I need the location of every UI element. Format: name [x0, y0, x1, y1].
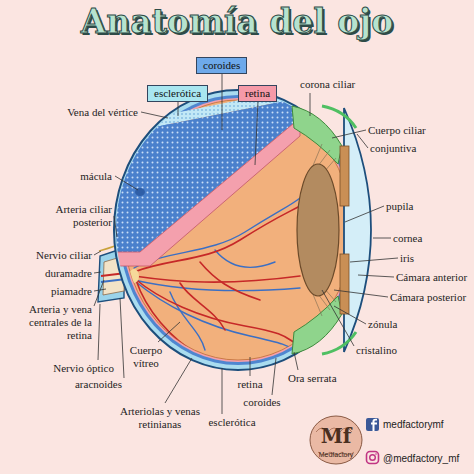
tag-text: esclerótica: [154, 87, 201, 100]
watermark: Mf: [306, 425, 366, 447]
conjunctiva: [322, 106, 356, 128]
facebook-mark: [371, 419, 377, 431]
part-label: Nervio óptico: [24, 362, 114, 375]
part-label: corona ciliar: [300, 78, 390, 91]
anterior-segment: [292, 106, 371, 354]
part-label: Cuerpo ciliar: [368, 124, 468, 137]
leader-line: [94, 272, 101, 273]
leader-line: [114, 216, 117, 237]
leader-line: [94, 251, 101, 255]
vein: [215, 250, 275, 267]
vein: [170, 292, 205, 350]
part-label: Vena del vértice: [38, 106, 138, 119]
leader-line: [322, 290, 354, 346]
title: Anatomía del ojo: [0, 0, 474, 44]
part-label: piamadre: [12, 285, 92, 298]
leader-line: [98, 304, 100, 360]
leader-line: [94, 280, 104, 306]
part-label: iris: [400, 252, 460, 265]
part-label: mácula: [32, 170, 112, 183]
part-label: duramadre: [12, 267, 92, 280]
part-label: Arteriolas y venas retinianas: [114, 405, 206, 431]
instagram-lens: [370, 455, 376, 461]
part-label: Nervio ciliar: [12, 249, 92, 262]
leader-line: [350, 258, 398, 262]
part-label: Cámara anterior: [396, 271, 472, 284]
leader-line: [165, 358, 192, 403]
leader-line: [294, 352, 298, 370]
instagram-dot: [375, 453, 377, 455]
part-label: zónula: [368, 318, 448, 331]
cornea-shape: [344, 108, 371, 352]
part-label: Arteria ciliar posterior: [48, 203, 112, 229]
tag-text: coroides: [203, 59, 240, 72]
leader-line: [250, 357, 251, 376]
artery: [200, 262, 260, 300]
leader-line: [310, 93, 311, 116]
leader-line: [115, 176, 138, 190]
iris-upper: [340, 146, 349, 206]
leader-line: [334, 306, 366, 324]
conjunctiva: [322, 332, 356, 354]
instagram-icon: [367, 452, 379, 464]
part-label: esclerótica: [199, 416, 265, 429]
watermark: Medfactory: [306, 450, 366, 459]
facebook-icon: [366, 418, 379, 431]
part-label: pupila: [386, 200, 466, 213]
leader-line: [120, 298, 124, 378]
lens: [297, 164, 339, 296]
part-label: coroides: [232, 396, 292, 409]
leader-line: [358, 275, 394, 277]
layer-tag: retina: [238, 85, 277, 102]
artery: [180, 283, 225, 330]
leader-line: [373, 238, 391, 239]
leader-line: [222, 73, 223, 130]
leader-line: [141, 112, 168, 118]
part-label: Cuerpo vítreo: [124, 344, 168, 370]
artery: [134, 278, 300, 346]
iris-lower: [340, 254, 349, 314]
layer-tag: coroides: [196, 57, 247, 74]
leader-line: [255, 101, 258, 165]
part-label: conjuntiva: [370, 142, 470, 155]
leader-line: [222, 368, 223, 414]
vein: [136, 282, 300, 354]
leader-line: [158, 322, 180, 342]
retina-cut: [100, 118, 300, 266]
leader-line: [332, 130, 366, 138]
watermark: @medfactory_mf: [383, 452, 471, 465]
leader-line: [178, 101, 179, 116]
leader-line: [334, 290, 388, 297]
part-label: Arteria y vena centrales de la retina: [16, 303, 92, 342]
tag-text: retina: [245, 87, 270, 100]
part-label: Ora serrata: [288, 372, 368, 385]
layer-tag: esclerótica: [147, 85, 208, 102]
part-label: cristalino: [356, 344, 436, 357]
choroid-cut: [100, 98, 300, 252]
leader-line: [272, 358, 276, 395]
part-label: retina: [225, 378, 275, 391]
optic-disc: [129, 269, 139, 283]
part-label: cornea: [393, 232, 469, 245]
leader-line: [345, 206, 384, 222]
part-label: Cámara posterior: [390, 291, 472, 304]
part-label: aracnoides: [32, 378, 122, 391]
watermark: medfactorymf: [383, 418, 469, 431]
leader-line: [357, 134, 368, 148]
leader-lines: [94, 73, 398, 414]
